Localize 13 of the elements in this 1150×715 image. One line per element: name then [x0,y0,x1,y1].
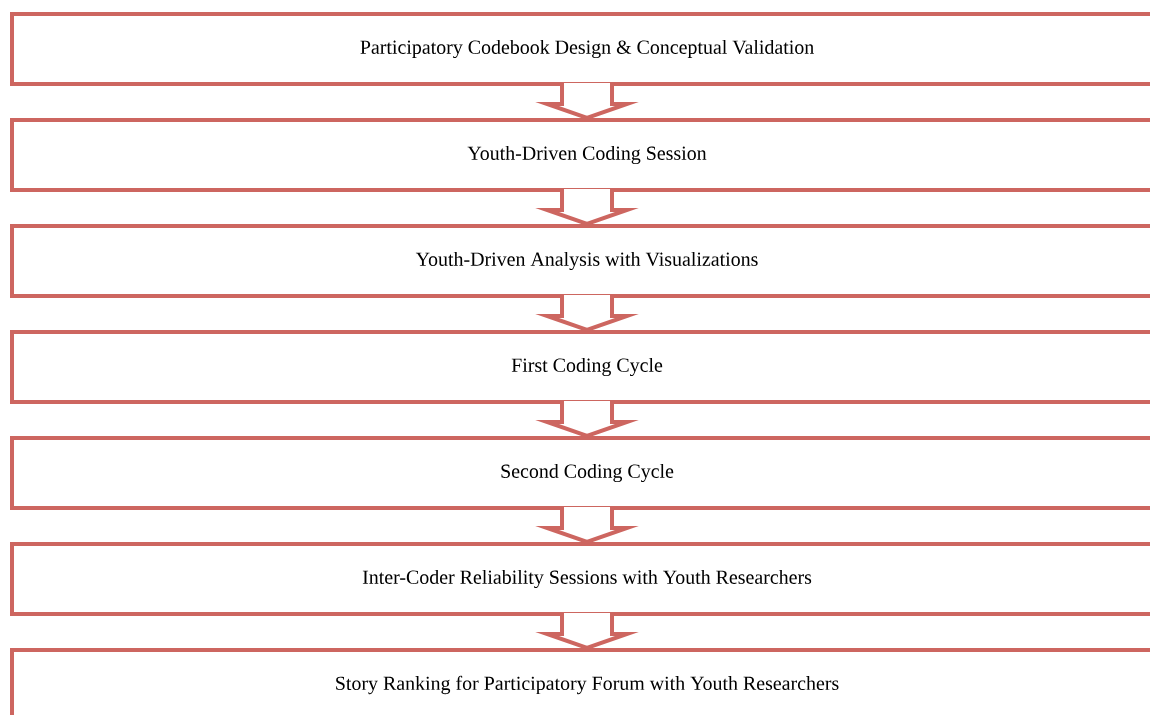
process-box: First Coding Cycle [10,330,1150,404]
arrow [535,187,639,227]
arrow [535,611,639,651]
process-box: Inter-Coder Reliability Sessions with Youth Researchers [10,542,1150,616]
arrow [535,505,639,545]
process-box: Youth-Driven Coding Session [10,118,1150,192]
process-box: Youth-Driven Analysis with Visualizations [10,224,1150,298]
process-box: Participatory Codebook Design & Conceptual Validation [10,12,1150,86]
arrow [535,81,639,121]
arrow [535,293,639,333]
process-box: Story Ranking for Participatory Forum with Youth Researchers [10,648,1150,715]
arrow [535,399,639,439]
process-box: Second Coding Cycle [10,436,1150,510]
